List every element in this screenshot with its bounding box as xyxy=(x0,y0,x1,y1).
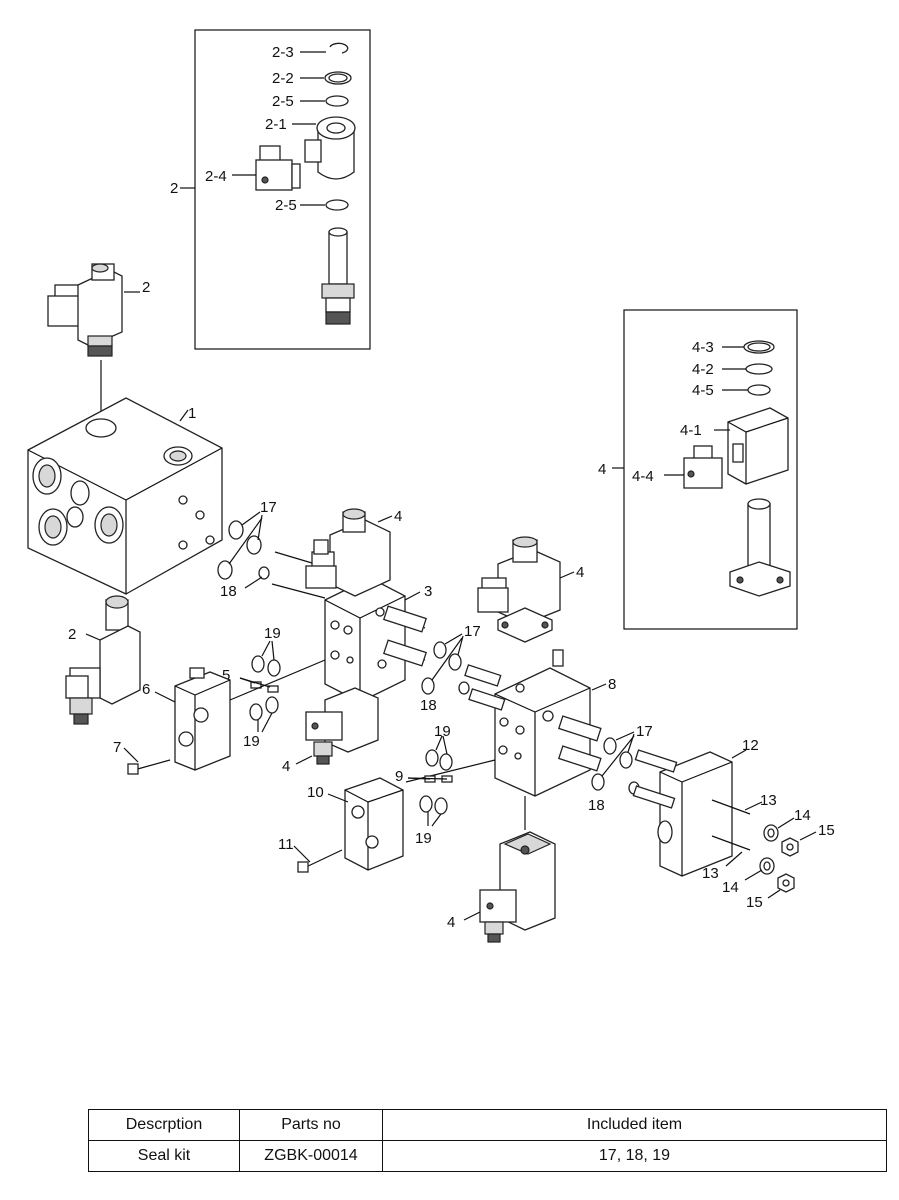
coil-4-1 xyxy=(727,407,789,485)
seal-group-e xyxy=(407,735,453,827)
seal-group-c xyxy=(421,633,470,695)
connector-2-4 xyxy=(255,145,301,191)
cartridge-stem xyxy=(321,227,355,325)
end-plate-12 xyxy=(632,749,733,877)
solenoid-4-bottom xyxy=(479,831,556,943)
solenoid-4-block3-bottom xyxy=(305,687,379,765)
manifold-block-1 xyxy=(27,397,223,595)
label-2-1: 2-1 xyxy=(265,116,287,133)
label-3: 3 xyxy=(424,583,432,600)
label-2-lower: 2 xyxy=(68,626,76,643)
cell-description: Seal kit xyxy=(88,1140,240,1172)
label-15b: 15 xyxy=(746,894,763,911)
detail-box-2: 2-3 2-2 2-5 2-1 2-4 2-5 2 xyxy=(170,29,371,350)
detail-box-4: 4-3 4-2 4-5 4-1 4-4 4 xyxy=(598,309,798,630)
label-17a: 17 xyxy=(260,499,277,516)
label-4-5: 4-5 xyxy=(692,382,714,399)
label-4a: 4 xyxy=(394,508,402,525)
solenoid-4-right xyxy=(477,536,561,643)
label-17b: 17 xyxy=(464,623,481,640)
connector-4-4 xyxy=(683,445,723,489)
ring-2-2 xyxy=(324,71,352,85)
label-19c: 19 xyxy=(434,723,451,740)
label-4d: 4 xyxy=(447,914,455,931)
label-10: 10 xyxy=(307,784,324,801)
label-18c: 18 xyxy=(588,797,605,814)
o-ring-4-5 xyxy=(747,384,771,396)
label-4-1: 4-1 xyxy=(680,422,702,439)
label-4-2: 4-2 xyxy=(692,361,714,378)
label-19b: 19 xyxy=(243,733,260,750)
label-2-3: 2-3 xyxy=(272,44,294,61)
label-6: 6 xyxy=(142,681,150,698)
label-15a: 15 xyxy=(818,822,835,839)
studs-13 xyxy=(711,799,751,851)
sub-plate-10 xyxy=(344,777,404,871)
header-included-item: Included item xyxy=(382,1109,887,1141)
label-2-5b: 2-5 xyxy=(275,197,297,214)
label-2-top: 2 xyxy=(142,279,150,296)
label-1: 1 xyxy=(188,405,196,422)
valve-block-8 xyxy=(464,649,602,797)
relief-valve-2-lower xyxy=(65,595,141,725)
label-8: 8 xyxy=(608,676,616,693)
label-12: 12 xyxy=(742,737,759,754)
header-description: Descrption xyxy=(88,1109,240,1141)
ring-4-2 xyxy=(745,363,773,375)
table-header-row: Descrption Parts no Included item xyxy=(88,1109,887,1141)
label-2-5a: 2-5 xyxy=(272,93,294,110)
cell-parts-no: ZGBK-00014 xyxy=(239,1140,383,1172)
exploded-parts-diagram: 2-3 2-2 2-5 2-1 2-4 2-5 2 xyxy=(27,29,835,943)
label-19a: 19 xyxy=(264,625,281,642)
label-13a: 13 xyxy=(760,792,777,809)
label-13b: 13 xyxy=(702,865,719,882)
label-9: 9 xyxy=(395,768,403,785)
o-ring-2-5-top xyxy=(325,95,349,107)
label-14a: 14 xyxy=(794,807,811,824)
label-2-2: 2-2 xyxy=(272,70,294,87)
o-ring-2-5-bottom xyxy=(325,199,349,211)
label-14b: 14 xyxy=(722,879,739,896)
label-11: 11 xyxy=(278,836,294,853)
label-4-3: 4-3 xyxy=(692,339,714,356)
seal-group-a xyxy=(217,511,270,589)
label-5: 5 xyxy=(222,667,230,684)
label-18a: 18 xyxy=(220,583,237,600)
label-19d: 19 xyxy=(415,830,432,847)
label-18b: 18 xyxy=(420,697,437,714)
bolt-7 xyxy=(127,759,171,775)
washers-14 xyxy=(759,824,779,875)
relief-valve-2-top xyxy=(47,263,123,357)
label-7: 7 xyxy=(113,739,121,756)
seal-group-b xyxy=(229,640,326,733)
table-row: Seal kit ZGBK-00014 17, 18, 19 xyxy=(88,1140,887,1172)
label-4b: 4 xyxy=(282,758,290,775)
bolt-11 xyxy=(297,849,343,873)
coil-2-1 xyxy=(304,116,356,180)
solenoid-stem-4 xyxy=(729,498,791,597)
cell-included-item: 17, 18, 19 xyxy=(382,1140,887,1172)
label-2-4: 2-4 xyxy=(205,168,227,185)
label-4-4: 4-4 xyxy=(632,468,654,485)
label-2-box: 2 xyxy=(170,180,178,197)
nuts-15 xyxy=(777,837,799,893)
header-parts-no: Parts no xyxy=(239,1109,383,1141)
solenoid-4-block3-top xyxy=(305,508,391,597)
label-4c: 4 xyxy=(576,564,584,581)
valve-block-3 xyxy=(271,551,428,703)
snap-ring-2-3 xyxy=(329,42,349,54)
label-4-box: 4 xyxy=(598,461,606,478)
sub-plate-6 xyxy=(174,667,231,771)
seal-kit-table: Descrption Parts no Included item Seal k… xyxy=(88,1109,887,1172)
label-17c: 17 xyxy=(636,723,653,740)
